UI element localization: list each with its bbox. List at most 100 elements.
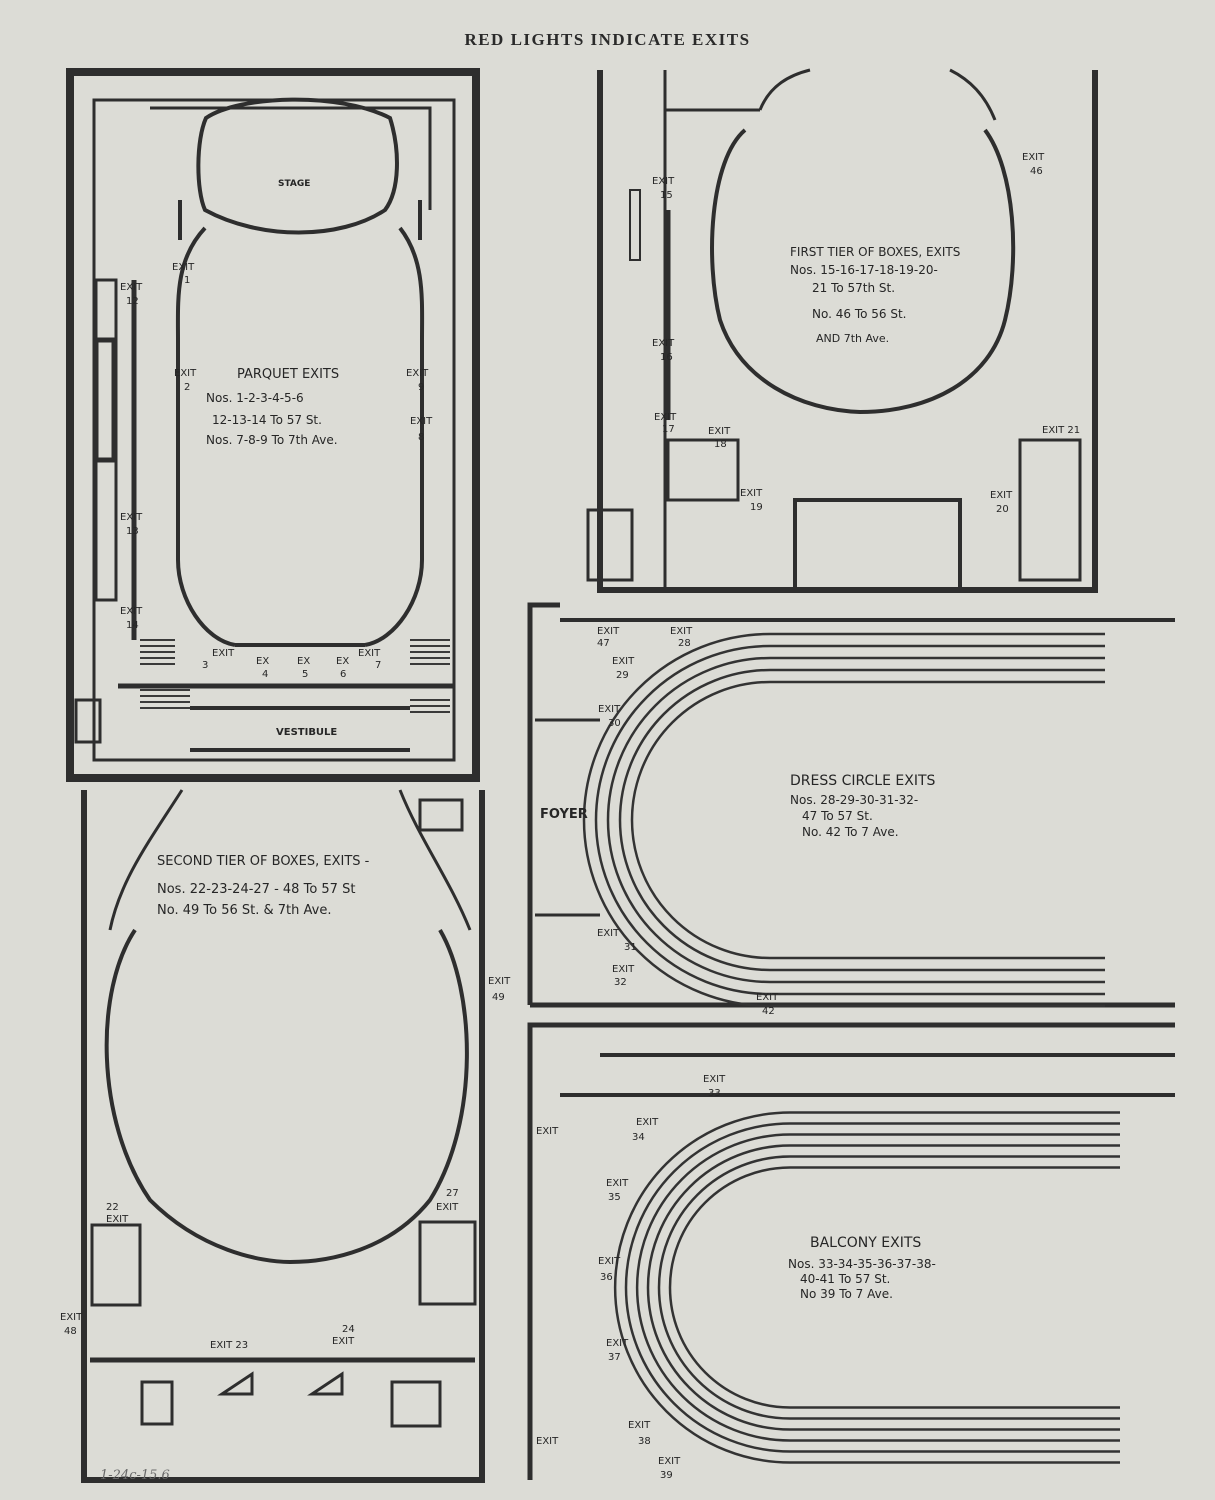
exit-19-word: EXIT [740,488,763,499]
exit-15-number: 15 [660,190,673,201]
dress-circle-foyer-label: FOYER [540,807,588,822]
exit-19-number: 19 [750,502,763,513]
seating-row [582,632,1105,1008]
exit-9-word: EXIT [406,368,429,379]
exit-34-number: 34 [632,1132,645,1143]
exit-5-number: 5 [302,669,308,680]
dress-circle-line-3: No. 42 To 7 Ave. [802,825,899,839]
page-title: RED LIGHTS INDICATE EXITS [464,30,751,49]
exit-16-word: EXIT [652,338,675,349]
exit-39-word: EXIT [658,1456,681,1467]
dress-circle-line-2: 47 To 57 St. [802,809,873,823]
exit-21-word: EXIT 21 [1042,425,1080,436]
exit-49-number: 49 [492,992,505,1003]
exit-48-word: EXIT [60,1312,83,1323]
exit-22-word: EXIT [106,1214,129,1225]
exit-49-word: EXIT [488,976,511,987]
exit-31-number: 31 [624,942,637,953]
exit-8-number: 8 [418,432,424,443]
exit-18-number: 18 [714,439,727,450]
exit-29-number: 29 [616,670,629,681]
exit-35-word: EXIT [606,1178,629,1189]
seating-row [606,656,1105,984]
seating-row [635,1133,1120,1442]
seating-row [657,1155,1120,1420]
first-tier-heading: FIRST TIER OF BOXES, EXITS [790,245,960,259]
exit-38-word: EXIT [628,1420,651,1431]
first-tier-line-4: AND 7th Ave. [816,332,889,345]
exit-15-word: EXIT [652,176,675,187]
seating-row [624,1122,1120,1453]
exit-34-word: EXIT [636,1117,659,1128]
second-tier-line-1: Nos. 22-23-24-27 - 48 To 57 St [157,882,355,897]
exit-42-word: EXIT [756,992,779,1003]
exit-36-word: EXIT [598,1256,621,1267]
exit-6-word: EX [336,656,349,667]
exit-13-number: 13 [126,526,139,537]
exit-42-number: 42 [762,1006,775,1017]
balcony-line-2: 40-41 To 57 St. [800,1272,890,1286]
parquet-line-3: Nos. 7-8-9 To 7th Ave. [206,433,338,447]
seating-row [594,644,1105,996]
first-tier-line-1: Nos. 15-16-17-18-19-20- [790,263,938,277]
exit-4-word: EX [256,656,269,667]
exit-12-word: EXIT [120,282,143,293]
exit-24-number: 24 [342,1324,355,1335]
parquet-line-1: Nos. 1-2-3-4-5-6 [206,391,304,405]
dress-circle-line-1: Nos. 28-29-30-31-32- [790,793,918,807]
exit-23-word: EXIT 23 [210,1340,248,1351]
exit-30-number: 30 [608,718,621,729]
exit-14-word: EXIT [120,606,143,617]
exit-46-number: 46 [1030,166,1043,177]
exit-29-word: EXIT [612,656,635,667]
dress-circle-heading: DRESS CIRCLE EXITS [790,773,936,789]
exit-38-number: 38 [638,1436,651,1447]
exit-36-number: 36 [600,1272,613,1283]
parquet-vestibule-label: VESTIBULE [276,727,337,738]
exit-7-number: 7 [375,660,381,671]
second-tier-plan: SECOND TIER OF BOXES, EXITS - Nos. 22-23… [60,789,511,1483]
exit-2-number: 2 [184,382,190,393]
seating-row [646,1144,1120,1431]
parquet-line-2: 12-13-14 To 57 St. [212,413,322,427]
exit-3-word: EXIT [212,648,235,659]
exit-7-word: EXIT [358,648,381,659]
exit-20-word: EXIT [990,490,1013,501]
exit-3-number: 3 [202,660,208,671]
exit-12-number: 12 [126,296,139,307]
exit-20-number: 20 [996,504,1009,515]
balcony-rows [613,1111,1120,1464]
exit-6-number: 6 [340,669,346,680]
exit-4-number: 4 [262,669,268,680]
balcony-plan: BALCONY EXITS Nos. 33-34-35-36-37-38- 40… [527,1022,1175,1481]
exit-14-number: 14 [126,620,139,631]
exit-28-word: EXIT [670,626,693,637]
exit-13-word: EXIT [120,512,143,523]
exit-18-word: EXIT [708,426,731,437]
exit-28-number: 28 [678,638,691,649]
balcony-line-1: Nos. 33-34-35-36-37-38- [788,1257,936,1271]
first-tier-line-3: No. 46 To 56 St. [812,307,907,321]
exit-27-word: EXIT [436,1202,459,1213]
exit-2-word: EXIT [174,368,197,379]
exit-37-word: EXIT [606,1338,629,1349]
exit-39-number: 39 [660,1470,673,1481]
parquet-stage-label: STAGE [278,179,310,189]
balcony-line-3: No 39 To 7 Ave. [800,1287,893,1301]
exit-33-number: 33 [708,1088,721,1099]
exit-17-word: EXIT [654,412,677,423]
exit-32-number: 32 [614,977,627,988]
second-tier-heading: SECOND TIER OF BOXES, EXITS - [157,854,370,869]
exit-1-word: EXIT [172,262,195,273]
exit-32-word: EXIT [612,964,635,975]
exit-37-number: 37 [608,1352,621,1363]
second-tier-line-2: No. 49 To 56 St. & 7th Ave. [157,903,331,918]
first-tier-plan: FIRST TIER OF BOXES, EXITS Nos. 15-16-17… [586,68,1098,593]
seating-row [613,1111,1120,1464]
exit-24-word: EXIT [332,1336,355,1347]
exit-33-word: EXIT [703,1074,726,1085]
exit-22-number: 22 [106,1202,119,1213]
exit-8-word: EXIT [410,416,433,427]
exit-27-number: 27 [446,1188,459,1199]
